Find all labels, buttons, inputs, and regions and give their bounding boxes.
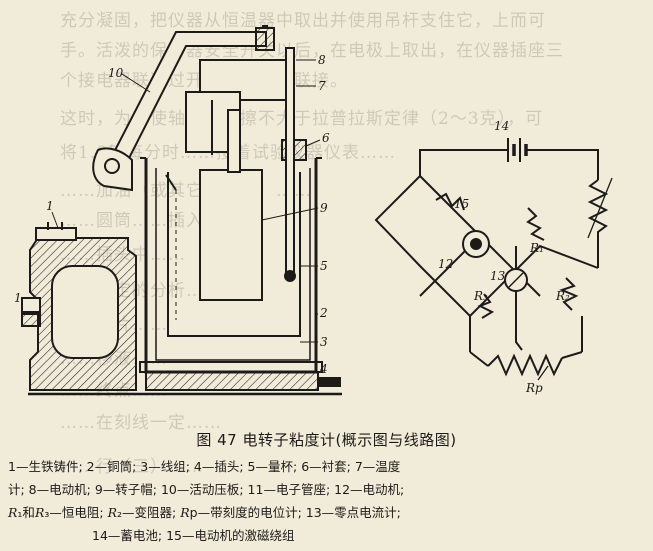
label-13: 13: [490, 269, 506, 283]
label-1-top: 1: [46, 199, 54, 213]
battery: [507, 138, 528, 162]
background-text-line: ……在刻线一定……: [60, 413, 222, 433]
legend-r-symbol: R: [8, 505, 18, 520]
viscometer-figure: 10 8 7 6 9 5 2 3 4 1 1: [14, 25, 613, 396]
plug: [317, 377, 341, 387]
label-7: 7: [318, 79, 326, 93]
field-winding: [435, 192, 465, 211]
apparatus-diagram: [21, 25, 342, 396]
rotor-cap: [199, 169, 263, 301]
background-text-line: ……行（三）……: [60, 457, 204, 477]
label-4: 4: [319, 362, 328, 376]
label-r1: R₁: [529, 241, 544, 255]
legend-text: ₁和: [17, 505, 35, 520]
label-6: 6: [322, 131, 330, 145]
legend-r-symbol: R: [107, 505, 117, 520]
label-rp: Rp: [525, 381, 543, 395]
legend-line-4: 14—蓄电池; 15—电动机的激磁绕组: [92, 528, 295, 543]
legend-line-1: 1—生铁铸件; 2—铜筒; 3—线组; 4—插头; 5—量杯; 6—衬套; 7—…: [8, 459, 401, 474]
label-9: 9: [320, 201, 328, 215]
figure-caption: 图 47 电转子粘度计(概示图与线路图): [196, 431, 457, 449]
winding: [145, 371, 319, 391]
background-text-line: 这时，为了使轴承的摩擦不大于拉普拉斯定律（2～3克），可: [60, 109, 544, 129]
label-8: 8: [318, 53, 326, 67]
legend-line-2: 计; 8—电动机; 9—转子帽; 10—活动压板; 11—电子管座; 12—电动…: [8, 482, 405, 497]
legend-text: p—带刻度的电位计; 13—零点电流计;: [189, 505, 401, 520]
label-10: 10: [108, 66, 124, 80]
circuit-labels: 14 15 R₁ 12 13 R₃ R₂ Rp: [438, 119, 570, 395]
legend-line-3: R₁和R₃—恒电阻; R₂—变阻器; Rp—带刻度的电位计; 13—零点电流计;: [8, 501, 648, 524]
background-text-line: 充分凝固，把仪器从恒温器中取出并使用吊杆支住它，上而可: [60, 11, 546, 31]
label-15: 15: [454, 197, 469, 211]
label-r3: R₃: [473, 289, 488, 303]
legend-r-symbol: R: [180, 505, 190, 520]
label-r2: R₂: [555, 289, 570, 303]
label-14: 14: [494, 119, 509, 133]
label-1-side: 1: [14, 291, 22, 305]
label-3: 3: [320, 335, 328, 349]
legend-text: ₃—恒电阻;: [44, 505, 104, 520]
label-5: 5: [320, 259, 328, 273]
motor-block: [199, 59, 291, 101]
measuring-cup: [167, 172, 301, 337]
legend-text: ₂—变阻器;: [117, 505, 177, 520]
thermometer: [285, 47, 295, 277]
background-text-line: ……圆筒……插入……: [60, 211, 240, 231]
label-12: 12: [438, 257, 453, 271]
circuit-diagram: [374, 138, 613, 381]
frame-window: [51, 265, 119, 359]
apparatus-labels: 10 8 7 6 9 5 2 3 4 1 1: [14, 53, 330, 376]
legend-r-symbol: R: [34, 505, 45, 520]
label-2: 2: [319, 306, 328, 320]
